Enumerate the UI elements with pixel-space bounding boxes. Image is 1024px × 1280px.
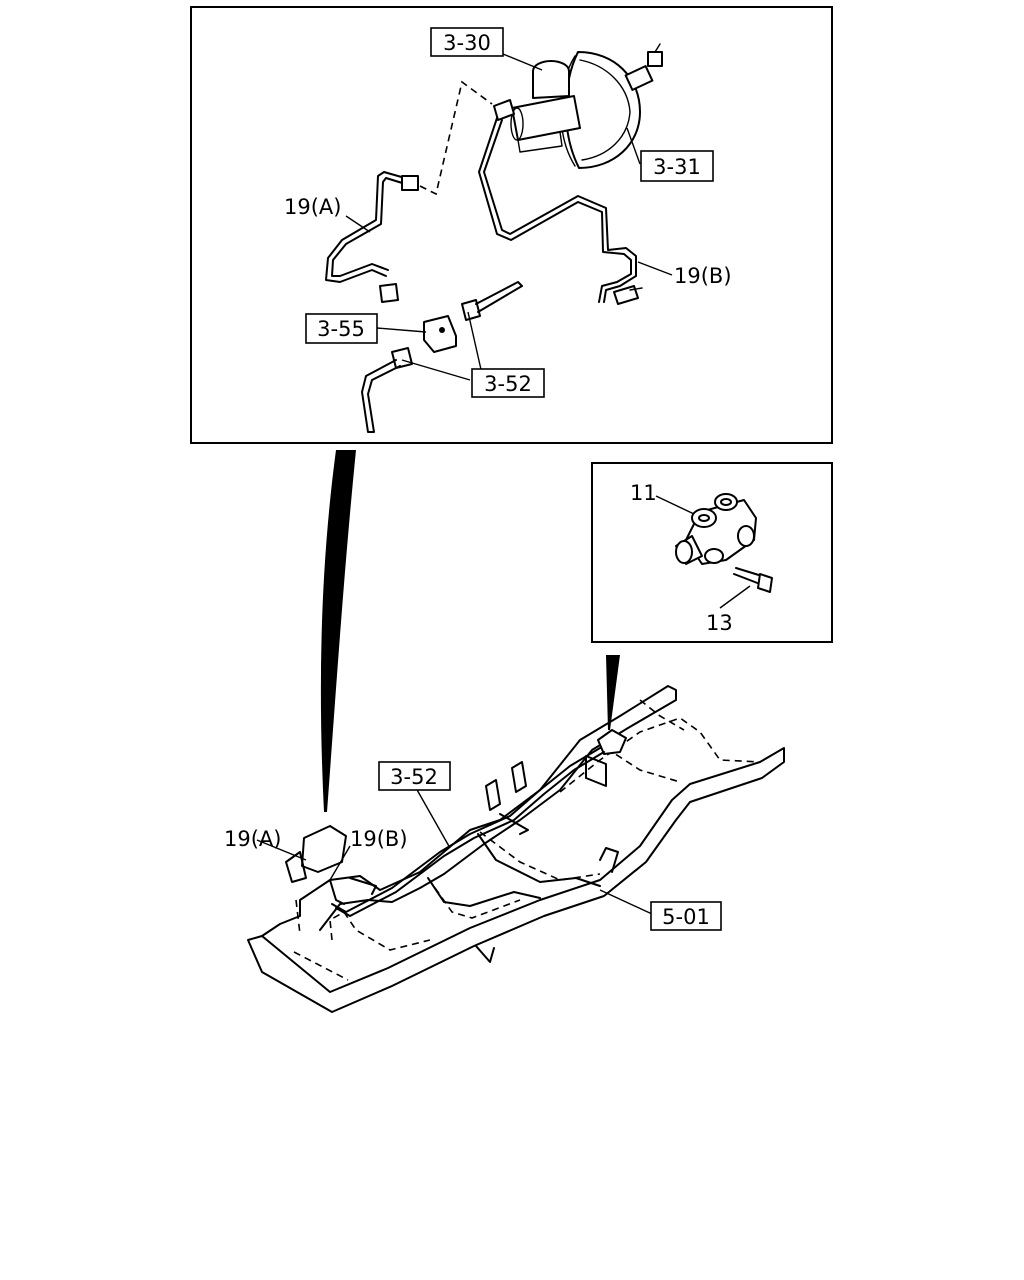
label-19a-frame: 19(A) [224,827,281,851]
svg-text:3-52: 3-52 [484,372,532,396]
svg-text:3-31: 3-31 [653,155,701,179]
callout-3-30: 3-30 [430,27,504,57]
detail-pointer-left [320,450,356,812]
three-way-joint [361,281,523,433]
label-part-13: 13 [706,611,733,635]
chassis-frame [247,685,785,1013]
callout-5-01: 5-01 [650,901,722,931]
label-19a-top: 19(A) [284,195,341,219]
svg-text:3-55: 3-55 [317,317,365,341]
svg-text:5-01: 5-01 [662,905,710,929]
callout-3-31: 3-31 [640,150,714,182]
valve-detail-panel: 11 13 [591,462,833,643]
label-19b-frame: 19(B) [350,827,408,851]
proportioning-valve [675,493,757,565]
pipe-connection-dashed [419,80,493,196]
detail-pointer-right [606,655,620,730]
mounting-bolt [733,567,773,593]
label-part-11: 11 [630,481,657,505]
label-19b-top: 19(B) [674,264,732,288]
callout-3-52-frame: 3-52 [378,761,451,791]
brake-pipe-19b [478,117,643,305]
callout-3-55: 3-55 [305,313,378,344]
master-cylinder [493,60,581,153]
svg-text:3-30: 3-30 [443,31,491,55]
svg-text:3-52: 3-52 [390,765,438,789]
brake-pipe-19a [325,171,419,303]
callout-3-52-top: 3-52 [471,368,545,398]
master-cylinder-detail-panel: 3-30 3-31 19(A) 19(B) 3-55 3-52 [190,6,833,444]
